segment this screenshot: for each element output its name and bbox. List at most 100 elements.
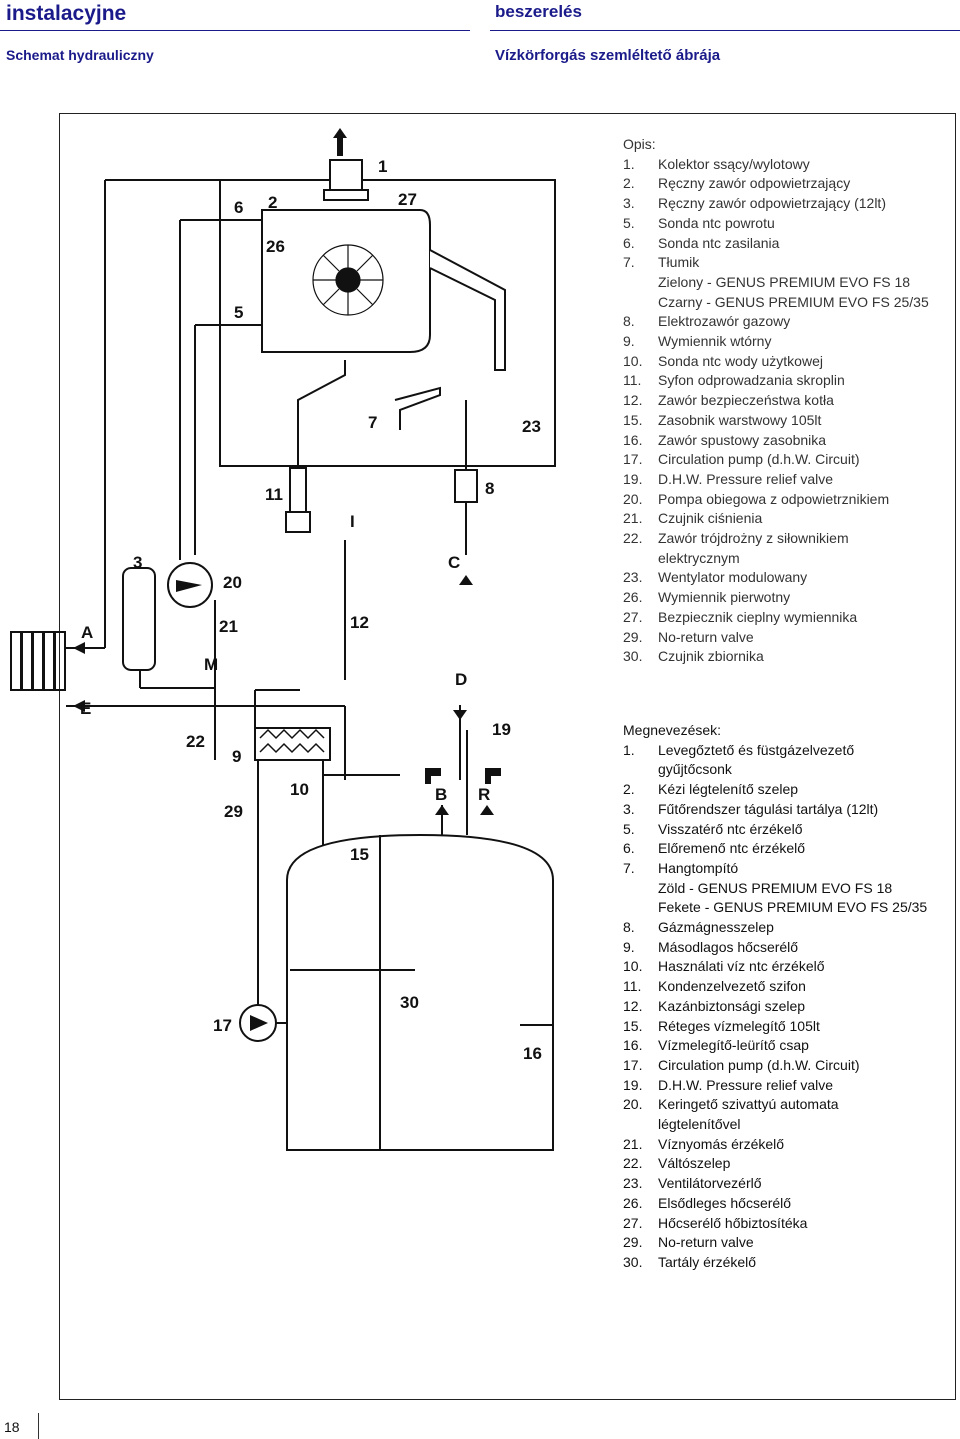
legend-item: 2. Ręczny zawór odpowietrzający (623, 174, 943, 194)
legend-item-number: 26. (623, 589, 643, 606)
legend-item: 7.Tłumik Zielony - GENUS PREMIUM EVO FS … (623, 253, 943, 312)
legend-item-number: 6. (623, 840, 635, 857)
label-M: M (204, 655, 218, 674)
tap-R (485, 768, 501, 784)
label-C: C (448, 553, 460, 572)
storage-tank (286, 833, 554, 1151)
legend-item: 8.Elektrozawór gazowy (623, 312, 943, 332)
legend-item-text: Réteges vízmelegítő 105lt (658, 1017, 820, 1034)
label-27: 27 (398, 190, 417, 209)
legend-item-number: 23. (623, 569, 643, 586)
legend-item: 6.Sonda ntc zasilania (623, 234, 943, 254)
arrow-A (73, 642, 85, 654)
legend-item-number: 11. (623, 978, 642, 995)
legend-item-text: Elektrozawór gazowy (658, 313, 791, 330)
legend-item-text: Sonda ntc wody użytkowej (658, 352, 823, 369)
legend-item: 20. Pompa obiegowa z odpowietrznikiem (623, 490, 943, 510)
legend-item-number: 29. (623, 1234, 643, 1251)
legend-item-text: Zasobnik warstwowy 105lt (658, 411, 822, 428)
legend-item-number: 26. (623, 1194, 643, 1211)
legend-item-number: 5. (623, 214, 635, 231)
legend-item: 27.Hőcserélő hőbiztosítéka (623, 1214, 943, 1234)
header-rule-left (0, 30, 470, 31)
section-title-right: beszerelés (495, 2, 582, 21)
legend-item-number: 9. (623, 938, 635, 955)
tap-B (425, 768, 441, 784)
legend-item-text: D.H.W. Pressure relief valve (658, 1076, 834, 1093)
legend-item-number: 10. (623, 352, 643, 369)
legend-item-text: Sonda ntc powrotu (658, 214, 775, 231)
legend-item: 21.Czujnik ciśnienia (623, 509, 943, 529)
legend-item-text: Keringető szivattyú automata légtelenítő… (658, 1096, 839, 1133)
legend-item-text: Elsődleges hőcserélő (658, 1194, 792, 1211)
legend-item-number: 20. (623, 490, 643, 507)
label-23: 23 (522, 417, 541, 436)
legend-item: 30.Tartály érzékelő (623, 1253, 943, 1273)
legend-item-number: 17. (623, 1056, 643, 1073)
legend-item: 30.Czujnik zbiornika (623, 647, 943, 667)
legend-item-text: Hangtompító Zöld - GENUS PREMIUM EVO FS … (658, 859, 928, 916)
legend-item-number: 12. (623, 392, 643, 409)
legend-item-number: 15. (623, 411, 643, 428)
legend-item-number: 19. (623, 1076, 643, 1093)
legend-item: 1.Levegőztető és füstgázelvezető gyűjtőc… (623, 741, 943, 780)
label-1: 1 (378, 157, 387, 176)
legend-item: 19.D.H.W. Pressure relief valve (623, 470, 943, 490)
legend-item-text: Kazánbiztonsági szelep (658, 997, 806, 1014)
legend-item-number: 22. (623, 530, 643, 547)
legend-hungarian-title: Megnevezések: (623, 722, 722, 738)
page-number: 18 (4, 1419, 20, 1435)
label-20: 20 (223, 573, 242, 592)
label-22: 22 (186, 732, 205, 751)
label-12: 12 (350, 613, 369, 632)
legend-item-number: 8. (623, 919, 635, 936)
exhaust-arrow (333, 128, 347, 156)
legend-item-text: Ręczny zawór odpowietrzający (658, 175, 851, 192)
subtitle-right: Vízkörforgás szemléltető ábrája (495, 47, 721, 64)
secondary-heat-exchanger (254, 727, 331, 761)
legend-item-number: 12. (623, 997, 643, 1014)
condensate-siphon (289, 467, 307, 514)
legend-item-number: 5. (623, 820, 635, 837)
label-30: 30 (400, 993, 419, 1012)
legend-item-text: Tłumik Zielony - GENUS PREMIUM EVO FS 18… (658, 254, 929, 310)
legend-item-number: 16. (623, 1037, 643, 1054)
label-7: 7 (368, 413, 377, 432)
legend-item-number: 7. (623, 859, 635, 876)
legend-item: 29. No-return valve (623, 1233, 943, 1253)
legend-item-text: Wentylator modulowany (658, 569, 808, 586)
legend-item: 3.Ręczny zawór odpowietrzający (12lt) (623, 194, 943, 214)
legend-item: 10. Sonda ntc wody użytkowej (623, 352, 943, 372)
label-3: 3 (133, 553, 142, 572)
legend-item: 16.Zawór spustowy zasobnika (623, 431, 943, 451)
legend-item: 27.Bezpiecznik cieplny wymiennika (623, 608, 943, 628)
legend-item-text: Pompa obiegowa z odpowietrznikiem (658, 490, 890, 507)
legend-item: 17.Circulation pump (d.h.W. Circuit) (623, 1056, 943, 1076)
label-B: B (435, 785, 447, 804)
legend-item: 26. Elsődleges hőcserélő (623, 1194, 943, 1214)
legend-item-text: No-return valve (658, 1234, 754, 1251)
legend-item: 2.Kézi légtelenítő szelep (623, 780, 943, 800)
legend-item: 6.Előremenő ntc érzékelő (623, 839, 943, 859)
legend-item: 5.Visszatérő ntc érzékelő (623, 820, 943, 840)
legend-item: 22.Váltószelep (623, 1154, 943, 1174)
legend-item-text: Tartály érzékelő (658, 1253, 757, 1270)
label-26: 26 (266, 237, 285, 256)
legend-item: 29.No-return valve (623, 628, 943, 648)
legend-item-number: 16. (623, 431, 643, 448)
legend-item-number: 21. (623, 1135, 643, 1152)
legend-item-text: Vízmelegítő-leürítő csap (658, 1037, 809, 1054)
legend-item-text: Kolektor ssący/wylotowy (658, 155, 810, 172)
subtitle-left: Schemat hydrauliczny (6, 47, 154, 63)
legend-item-number: 1. (623, 741, 635, 758)
legend-item-text: Czujnik zbiornika (658, 648, 764, 665)
arrow-E (73, 700, 85, 712)
legend-hungarian-list: 1.Levegőztető és füstgázelvezető gyűjtőc… (623, 741, 943, 1273)
legend-item-number: 2. (623, 175, 635, 192)
radiator (10, 631, 66, 691)
legend-item-number: 19. (623, 470, 643, 487)
legend-item-number: 3. (623, 195, 635, 212)
legend-item: 15.Réteges vízmelegítő 105lt (623, 1017, 943, 1037)
